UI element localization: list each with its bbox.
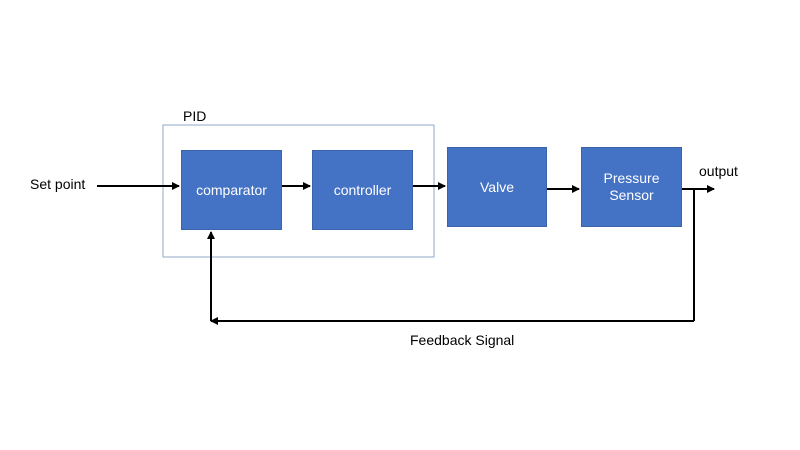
controller-block: controller bbox=[312, 150, 413, 230]
valve-label: Valve bbox=[480, 178, 514, 195]
pressure-sensor-block: Pressure Sensor bbox=[581, 147, 682, 227]
pressure-sensor-label: Pressure Sensor bbox=[603, 170, 660, 203]
controller-label: controller bbox=[333, 181, 392, 198]
output-label: output bbox=[699, 163, 738, 179]
comparator-block: comparator bbox=[181, 150, 282, 230]
feedback-signal-label: Feedback Signal bbox=[410, 332, 515, 348]
comparator-label: comparator bbox=[196, 181, 267, 198]
setpoint-label: Set point bbox=[30, 176, 86, 192]
valve-block: Valve bbox=[447, 147, 547, 227]
pid-group-label: PID bbox=[183, 108, 207, 124]
pid-group-frame bbox=[162, 124, 435, 258]
